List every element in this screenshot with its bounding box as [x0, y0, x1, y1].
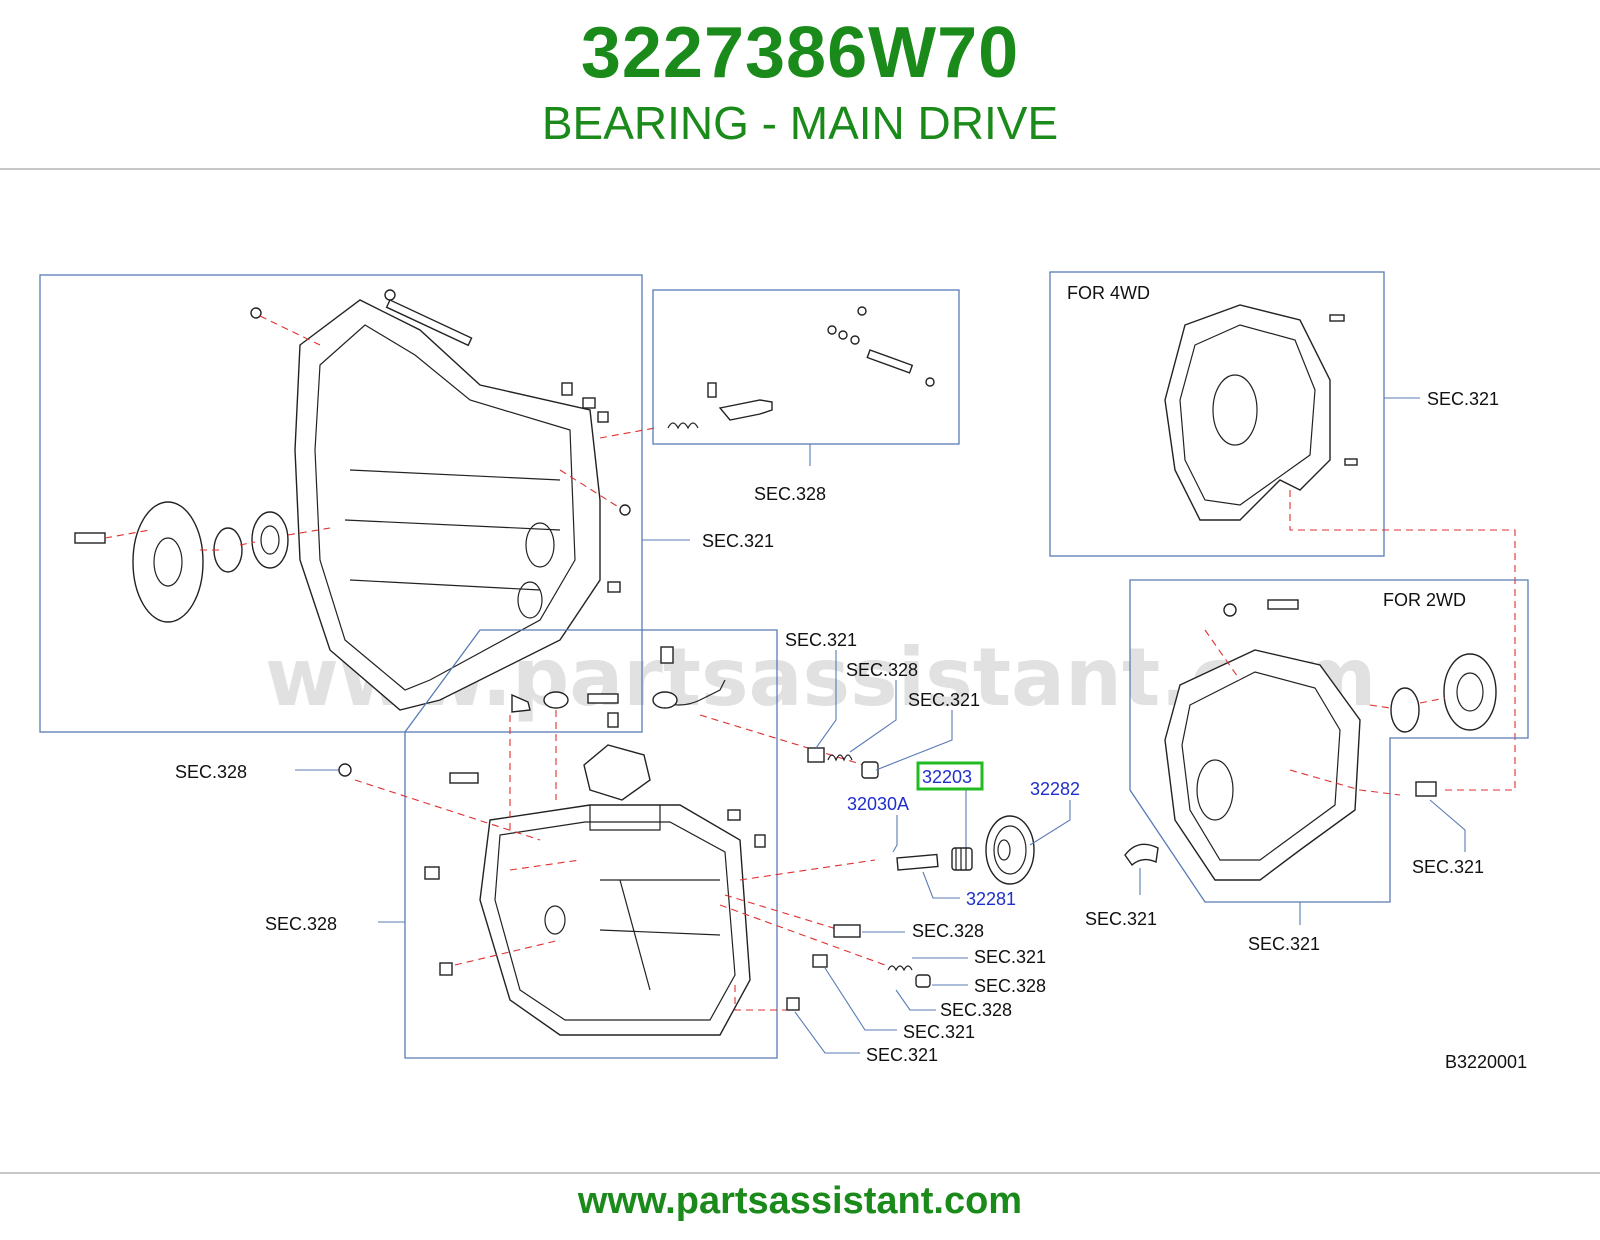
- extension-2wd-group: FOR 2WD SEC.321 SEC.321: [1129, 579, 1529, 954]
- extension-2wd-part: [1164, 649, 1361, 881]
- sec-ref-7: SEC.328: [265, 914, 337, 934]
- footer-url[interactable]: www.partsassistant.com: [577, 1180, 1023, 1222]
- switch-part: [833, 924, 861, 938]
- callout-32281[interactable]: 32281: [966, 889, 1016, 909]
- sec-ref-3: SEC.321: [1427, 389, 1499, 409]
- bracket-part: [1124, 843, 1159, 867]
- 2wd-oring-part: [1390, 687, 1420, 733]
- for-4wd-label: FOR 4WD: [1067, 283, 1150, 303]
- sec-ref-9: SEC.328: [846, 660, 918, 680]
- detent-ball-part: [861, 761, 879, 779]
- shift-detent-box: [652, 289, 960, 445]
- sec-ref-4: SEC.321: [1412, 857, 1484, 877]
- for-2wd-label: FOR 2WD: [1383, 590, 1466, 610]
- extension-4wd-group: FOR 4WD SEC.321: [1049, 271, 1499, 557]
- reverse-idler-group: SEC.321 SEC.328 SEC.321 32203 32030A 322…: [785, 630, 1159, 929]
- sec-ref-8: SEC.321: [785, 630, 857, 650]
- sec-ref-2: SEC.321: [702, 531, 774, 551]
- cover-plate-part: [583, 744, 651, 801]
- sec-ref-5: SEC.321: [1248, 934, 1320, 954]
- extension-2wd-box: [1129, 579, 1529, 903]
- sec-ref-16: SEC.321: [903, 1022, 975, 1042]
- header-divider: [0, 168, 1600, 170]
- sec-ref-17: SEC.321: [866, 1045, 938, 1065]
- clutch-housing-group: [39, 274, 656, 733]
- shift-detent-group: SEC.328: [652, 289, 960, 504]
- sec-ref-13: SEC.321: [974, 947, 1046, 967]
- drain-plug-part: [1415, 781, 1437, 797]
- bolt-part: [74, 532, 106, 544]
- transmission-case-box: [404, 629, 778, 1059]
- 2wd-seal-part: [1443, 653, 1497, 731]
- plug-part: [807, 747, 825, 763]
- idler-shaft-part: [896, 853, 939, 871]
- clutch-housing-part: [294, 299, 601, 711]
- callout-32203[interactable]: 32203: [922, 767, 972, 787]
- page-header: 3227386W70 BEARING - MAIN DRIVE: [0, 0, 1600, 168]
- transmission-case-part: [479, 804, 751, 1036]
- sec-ref-1: SEC.328: [754, 484, 826, 504]
- part-name-subtitle: BEARING - MAIN DRIVE: [541, 97, 1059, 149]
- sec-ref-12: SEC.328: [912, 921, 984, 941]
- sec-ref-6: SEC.328: [175, 762, 247, 782]
- main-drive-bearing-part: [951, 847, 973, 871]
- highlighted-callout-box[interactable]: [916, 761, 984, 791]
- callout-32030a[interactable]: 32030A: [847, 794, 909, 814]
- oil-seal-part: [251, 511, 289, 569]
- transmission-case-group: [354, 629, 886, 1059]
- part-number-title: 3227386W70: [580, 13, 1020, 93]
- clutch-housing-box: [39, 274, 643, 733]
- extension-4wd-part: [1164, 304, 1331, 521]
- callout-32282[interactable]: 32282: [1030, 779, 1080, 799]
- extension-4wd-box: [1049, 271, 1385, 557]
- footer-divider: [0, 1172, 1600, 1174]
- sec-ref-11: SEC.321: [1085, 909, 1157, 929]
- sec-ref-10: SEC.321: [908, 690, 980, 710]
- diagram-code: B3220001: [1445, 1052, 1527, 1072]
- sec-ref-15: SEC.328: [940, 1000, 1012, 1020]
- lower-callouts-group: SEC.328 SEC.321 SEC.328 SEC.328 SEC.321 …: [786, 921, 1046, 1065]
- sec-ref-14: SEC.328: [974, 976, 1046, 996]
- front-cover-part: [132, 501, 204, 623]
